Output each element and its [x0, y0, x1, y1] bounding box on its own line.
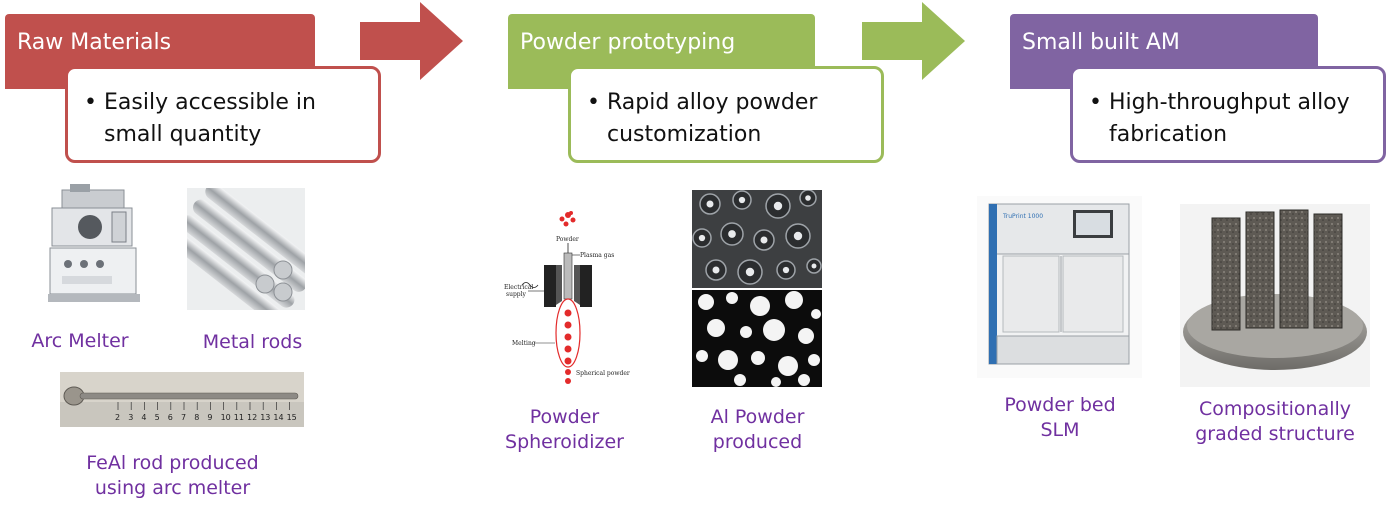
stage-title-text: Small built AM: [1022, 30, 1180, 55]
sphere-highlight: [738, 196, 746, 204]
stage-raw-materials-box: • Easily accessible in small quantity: [65, 66, 381, 163]
sphere-highlight: [698, 234, 706, 242]
caption-graded-line2: graded structure: [1195, 423, 1355, 445]
label-electrical-2: supply: [506, 291, 527, 298]
arrow-right-icon: [360, 2, 463, 80]
powder-sphere: [798, 374, 810, 386]
powder-sphere: [771, 377, 781, 387]
caption-spheroidizer-line2: Spheroidizer: [505, 431, 624, 453]
sphere-highlight: [793, 231, 803, 241]
sphere-highlight: [811, 263, 817, 269]
stage-title-text: Powder prototyping: [520, 30, 736, 55]
stage-title-text: Raw Materials: [17, 30, 172, 55]
powder-sphere: [718, 350, 738, 370]
ruler-number: 11: [234, 413, 244, 422]
ruler-number: 6: [168, 413, 173, 422]
machine-brand-label: TruPrint 1000: [1002, 213, 1043, 220]
powder-sphere: [808, 354, 820, 366]
sphere-highlight: [745, 267, 755, 277]
metal-rods-photo: [187, 188, 305, 310]
powder-sphere: [696, 350, 708, 362]
ruler-number: 9: [207, 413, 212, 422]
label-powder: Powder: [556, 236, 579, 243]
ruler-number: 15: [287, 413, 297, 422]
sphere-highlight: [782, 266, 790, 274]
stage-bullet-text: High-throughput alloy fabrication: [1109, 90, 1350, 147]
label-spherical-powder: Spherical powder: [576, 370, 630, 377]
powder-sphere: [707, 319, 725, 337]
powder-sphere: [798, 328, 814, 344]
sphere-highlight: [712, 266, 720, 274]
stage-bullet-text: Rapid alloy powder customization: [607, 90, 818, 147]
caption-arc-melter: Arc Melter: [31, 330, 129, 352]
caption-al-powder-line2: produced: [712, 431, 803, 453]
powder-sphere: [811, 309, 821, 319]
powder-sphere: [726, 292, 738, 304]
caption-al-powder: Al Powder produced: [690, 405, 825, 455]
ruler-number: 14: [273, 413, 283, 422]
powder-sphere: [751, 351, 765, 365]
ruler-number: 5: [155, 413, 160, 422]
caption-graded-line1: Compositionally: [1198, 398, 1352, 420]
sphere-highlight: [773, 201, 783, 211]
sphere-highlight: [728, 230, 736, 238]
caption-slm-line1: Powder bed: [1004, 394, 1116, 416]
ruler-number: 13: [260, 413, 270, 422]
graded-structure-photo: [1180, 204, 1370, 387]
stage-powder-prototyping-box: • Rapid alloy powder customization: [568, 66, 884, 163]
ruler-number: 10: [221, 413, 231, 422]
caption-feal-rod: FeAl rod produced using arc melter: [65, 451, 280, 501]
powder-sphere: [785, 291, 803, 309]
label-electrical-1: Electrical: [504, 284, 533, 291]
arrow-right-icon: [862, 2, 965, 80]
caption-al-powder-line1: Al Powder: [710, 406, 805, 428]
al-powder-micrograph: [692, 190, 822, 387]
caption-spheroidizer-line1: Powder: [529, 406, 600, 428]
label-plasma-gas: Plasma gas: [580, 252, 614, 259]
sphere-highlight: [760, 236, 768, 244]
caption-slm-line2: SLM: [1040, 419, 1080, 441]
caption-feal-rod-line1: FeAl rod produced: [86, 452, 259, 474]
powder-spheres-bottom: [696, 291, 821, 387]
ruler-number: 12: [247, 413, 257, 422]
ruler-number: 4: [141, 413, 146, 422]
arc-melter-photo: [40, 182, 155, 307]
slm-machine-photo: TruPrint 1000: [977, 196, 1142, 378]
caption-feal-rod-line2: using arc melter: [94, 477, 251, 499]
stage-bullet-text: Easily accessible in small quantity: [104, 90, 316, 147]
spheroidizer-schematic: Powder Plasma gas Electrical supply Melt…: [500, 205, 635, 390]
ruler-number: 8: [194, 413, 199, 422]
ruler-number: 2: [115, 413, 120, 422]
label-melting: Melting: [512, 340, 536, 347]
powder-sphere: [740, 326, 752, 338]
ruler-number: 3: [128, 413, 133, 422]
powder-spheres-top: [692, 190, 822, 285]
caption-spheroidizer: Powder Spheroidizer: [497, 405, 632, 455]
stage-small-built-am-box: • High-throughput alloy fabrication: [1070, 66, 1386, 163]
ruler-number: 7: [181, 413, 186, 422]
powder-sphere: [734, 374, 746, 386]
caption-graded-structure: Compositionally graded structure: [1185, 397, 1365, 447]
powder-sphere: [750, 296, 770, 316]
caption-slm: Powder bed SLM: [990, 393, 1130, 443]
sphere-highlight: [706, 200, 714, 208]
caption-metal-rods: Metal rods: [202, 331, 303, 353]
powder-sphere: [778, 356, 798, 376]
sphere-highlight: [805, 195, 811, 201]
powder-sphere: [763, 319, 785, 341]
powder-sphere: [698, 294, 714, 310]
